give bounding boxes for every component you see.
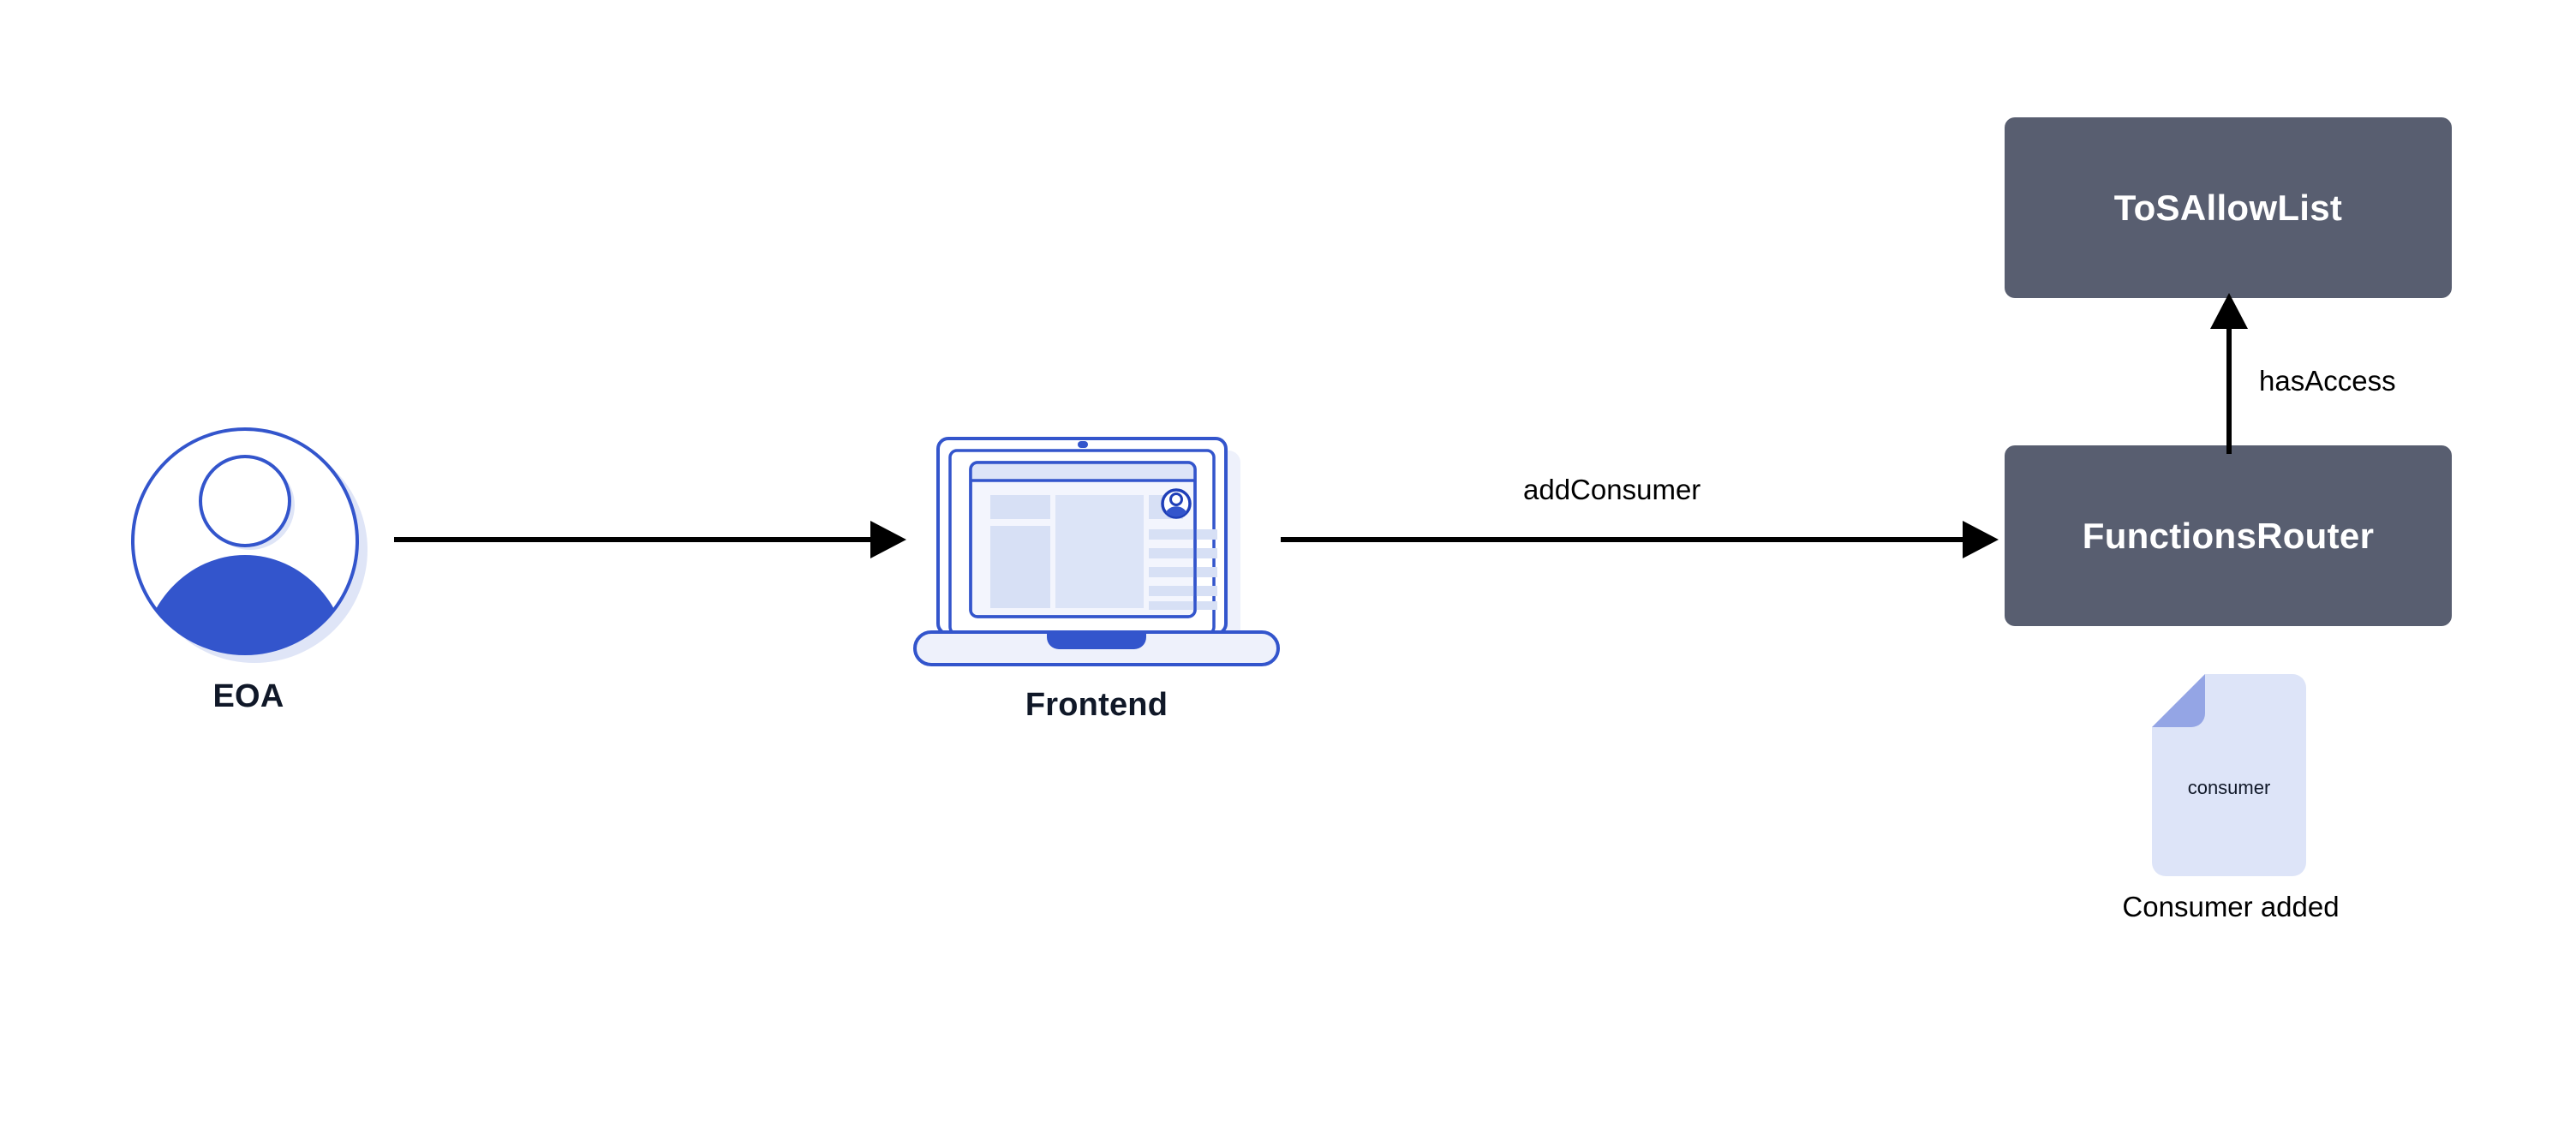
node-frontend[interactable]: Frontend: [908, 428, 1285, 724]
avatar-head: [199, 455, 291, 547]
edge-eoa-to-frontend: [394, 521, 906, 558]
node-eoa-label: EOA: [212, 678, 284, 714]
browser-right-line-1: [1149, 529, 1217, 540]
laptop-trackpad: [1047, 632, 1146, 649]
browser-sidebar-block-2: [990, 526, 1050, 608]
document-fold-icon: [2152, 674, 2205, 727]
browser-window-outline: [969, 461, 1197, 618]
arrowhead-icon: [1963, 521, 1999, 558]
node-functions-router[interactable]: FunctionsRouter: [2005, 445, 2452, 626]
browser-titlebar: [971, 463, 1195, 480]
document-inner-label: consumer: [2187, 777, 2271, 798]
user-avatar-icon: [120, 420, 377, 668]
node-tos-allowlist-label: ToSAllowList: [2113, 187, 2343, 228]
browser-avatar-icon: [1161, 488, 1192, 519]
node-functions-router-label: FunctionsRouter: [2082, 515, 2375, 556]
node-consumer-document-caption: Consumer added: [2122, 891, 2340, 922]
browser-right-line-4: [1149, 586, 1217, 596]
browser-main-block: [1055, 495, 1144, 608]
node-eoa[interactable]: EOA: [120, 420, 377, 715]
edge-frontend-to-functions-router: [1281, 521, 1999, 558]
browser-right-line-3: [1149, 567, 1217, 577]
edge-label-has-access: hasAccess: [2259, 365, 2396, 397]
node-frontend-label: Frontend: [1025, 687, 1168, 723]
edge-functions-router-to-tos-allowlist: [2210, 293, 2248, 454]
document-icon: consumer Consumer added: [2122, 672, 2340, 922]
laptop-icon: [908, 428, 1285, 677]
node-consumer-document[interactable]: consumer Consumer added: [2122, 672, 2424, 922]
avatar-body: [140, 555, 350, 654]
browser-right-line-5: [1149, 601, 1217, 610]
browser-sidebar-block-1: [990, 495, 1050, 519]
node-tos-allowlist[interactable]: ToSAllowList: [2005, 117, 2452, 298]
laptop-camera-icon: [1078, 441, 1088, 448]
arrowhead-icon: [2210, 293, 2248, 329]
browser-right-line-2: [1149, 548, 1217, 558]
edge-label-add-consumer: addConsumer: [1523, 474, 1701, 505]
arrowhead-icon: [870, 521, 906, 558]
